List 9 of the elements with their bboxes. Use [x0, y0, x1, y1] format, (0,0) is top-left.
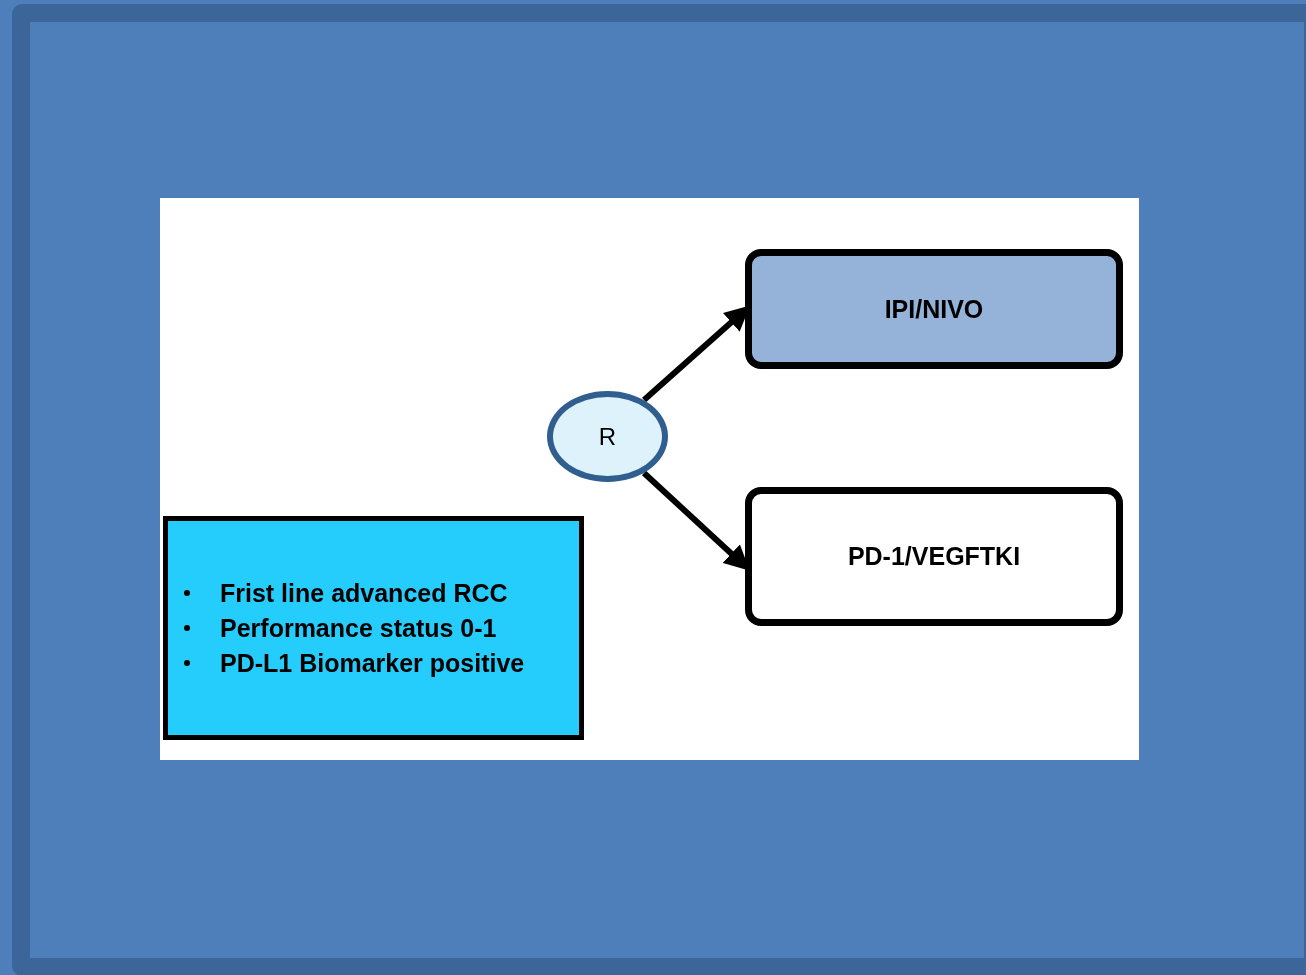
criteria-box	[163, 516, 584, 740]
node-label: R	[598, 422, 617, 451]
bullet-item: Performance status 0-1	[220, 613, 497, 643]
node-label: PD-1/VEGFTKI	[847, 542, 1021, 571]
bullet-item: Frist line advanced RCC	[220, 578, 508, 608]
node-label: IPI/NIVO	[884, 294, 984, 324]
bullet-item: PD-L1 Biomarker positive	[220, 648, 525, 678]
treatment-box	[745, 249, 1123, 369]
treatment-box	[745, 487, 1123, 626]
